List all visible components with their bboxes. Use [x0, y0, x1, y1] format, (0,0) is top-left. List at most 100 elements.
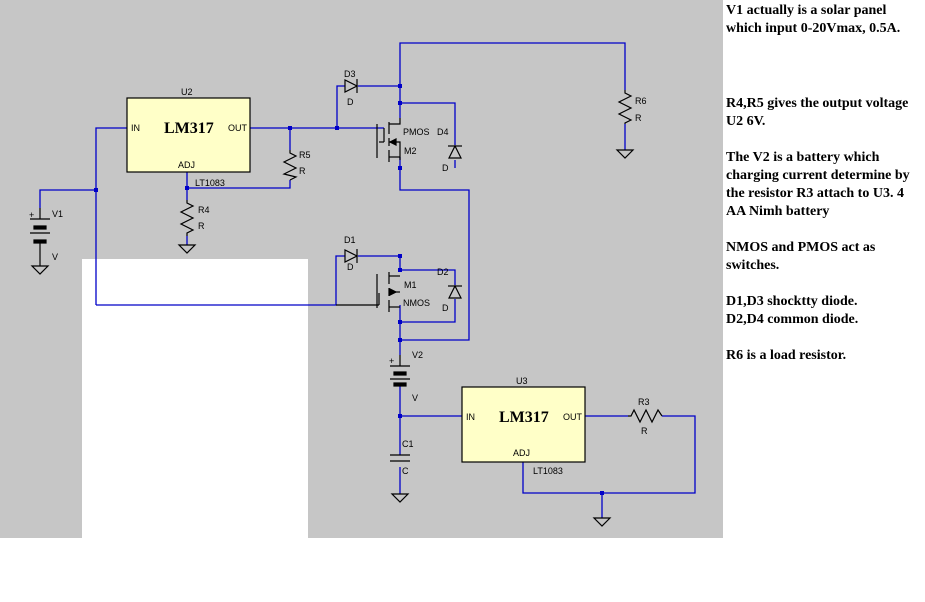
d2-name: D2: [437, 267, 449, 277]
r3-zigzag: [628, 408, 663, 424]
u2-chip-body: [126, 97, 251, 173]
u2-name: U2: [181, 87, 193, 97]
m1-name: M1: [404, 280, 417, 290]
r4-name: R4: [198, 205, 210, 215]
v2-plate: [393, 371, 407, 376]
wire: [399, 157, 470, 341]
v1-value: V: [52, 252, 58, 262]
wire: [400, 269, 456, 285]
v1-plate: [33, 225, 47, 230]
resistor-r5: R5 R: [282, 150, 311, 181]
u3-out-pin: OUT: [563, 412, 583, 422]
note-v2: The V2 is a battery which charging curre…: [726, 150, 910, 219]
junction-dot: [398, 84, 402, 88]
d1-name: D1: [344, 235, 356, 245]
note-v1: V1 actually is a solar panel which input…: [726, 3, 901, 36]
u2-chip-label: LM317: [164, 120, 214, 137]
junction-dot: [600, 491, 604, 495]
note-d2-d4: D2,D4 common diode.: [726, 312, 859, 327]
schematic-canvas: U2 LM317 IN OUT ADJ LT1083 U3 LM317 IN O…: [0, 0, 723, 538]
v2-value: V: [412, 393, 418, 403]
note-d1-d3: D1,D3 shocktty diode.: [726, 294, 858, 309]
r6-zigzag: [617, 90, 633, 124]
battery-v1: + V1 V: [29, 208, 63, 275]
junction-dot: [398, 166, 402, 170]
d3-value: D: [347, 97, 354, 107]
m2-drain: [389, 118, 401, 125]
d4-value: D: [442, 163, 449, 173]
diode-d1: D1 D: [344, 235, 359, 272]
u2-adj-pin: ADJ: [178, 160, 195, 170]
d2-triangle: [448, 284, 462, 299]
u2-part: LT1083: [195, 178, 225, 188]
ground-icon: [177, 244, 197, 254]
resistor-r4: R4 R: [177, 200, 210, 254]
wire: [400, 102, 456, 145]
wire: [96, 255, 345, 306]
d1-triangle: [344, 249, 359, 263]
d4-triangle: [448, 144, 462, 159]
mosfet-m2: PMOS M2: [376, 118, 430, 162]
u2-in-pin: IN: [131, 123, 140, 133]
d3-name: D3: [344, 69, 356, 79]
ground-icon: [30, 265, 50, 275]
junction-dot: [288, 126, 292, 130]
m2-arrow: [388, 138, 397, 146]
v1-name: V1: [52, 209, 63, 219]
schematic-diagram: U2 LM317 IN OUT ADJ LT1083 U3 LM317 IN O…: [29, 42, 696, 527]
note-r4-r5: R4,R5 gives the output voltage U2 6V.: [726, 96, 909, 129]
r3-value: R: [641, 426, 648, 436]
v1-plus: +: [29, 210, 34, 220]
c1-name: C1: [402, 439, 414, 449]
u3-chip-body: [461, 386, 586, 463]
v2-plus: +: [389, 356, 394, 366]
d1-value: D: [347, 262, 354, 272]
wire: [399, 42, 626, 90]
r5-zigzag: [282, 150, 298, 181]
wire: [522, 415, 696, 494]
wire: [95, 127, 127, 305]
u3-adj-pin: ADJ: [513, 448, 530, 458]
resistor-r6: R6 R: [615, 90, 647, 159]
c1-value: C: [402, 466, 409, 476]
u2-out-pin: OUT: [228, 123, 248, 133]
diode-d2: D2 D: [437, 267, 462, 313]
m2-type: PMOS: [403, 127, 430, 137]
u3-name: U3: [516, 376, 528, 386]
regulator-u3: U3 LM317 IN OUT ADJ LT1083: [461, 376, 586, 476]
ground-icon: [615, 149, 635, 159]
junction-dot: [398, 320, 402, 324]
d2-value: D: [442, 303, 449, 313]
junction-dot: [398, 101, 402, 105]
wire: [39, 189, 96, 208]
regulator-u2: U2 LM317 IN OUT ADJ LT1083: [126, 87, 251, 188]
u3-in-pin: IN: [466, 412, 475, 422]
r5-value: R: [299, 166, 306, 176]
diode-d4: D4 D: [437, 127, 462, 173]
junction-dot: [335, 126, 339, 130]
capacitor-c1: C1 C: [390, 439, 414, 503]
junction-dot: [398, 268, 402, 272]
r3-name: R3: [638, 397, 650, 407]
junction-dot: [398, 414, 402, 418]
junction-dots: [94, 84, 604, 495]
wire: [336, 85, 345, 128]
battery-v2: + V2 V: [389, 350, 423, 403]
junction-dot: [398, 254, 402, 258]
u3-part: LT1083: [533, 466, 563, 476]
v2-plate: [393, 382, 407, 387]
m1-type: NMOS: [403, 298, 430, 308]
m1-arrow: [389, 288, 398, 296]
r6-name: R6: [635, 96, 647, 106]
junction-dot: [94, 188, 98, 192]
r4-value: R: [198, 221, 205, 231]
diode-d3: D3 D: [344, 69, 359, 107]
r5-name: R5: [299, 150, 311, 160]
r4-zigzag: [179, 200, 195, 236]
m2-name: M2: [404, 146, 417, 156]
d3-triangle: [344, 79, 359, 93]
r6-value: R: [635, 113, 642, 123]
v2-name: V2: [412, 350, 423, 360]
wires: [39, 42, 696, 518]
note-mos: NMOS and PMOS act as switches.: [726, 240, 876, 273]
